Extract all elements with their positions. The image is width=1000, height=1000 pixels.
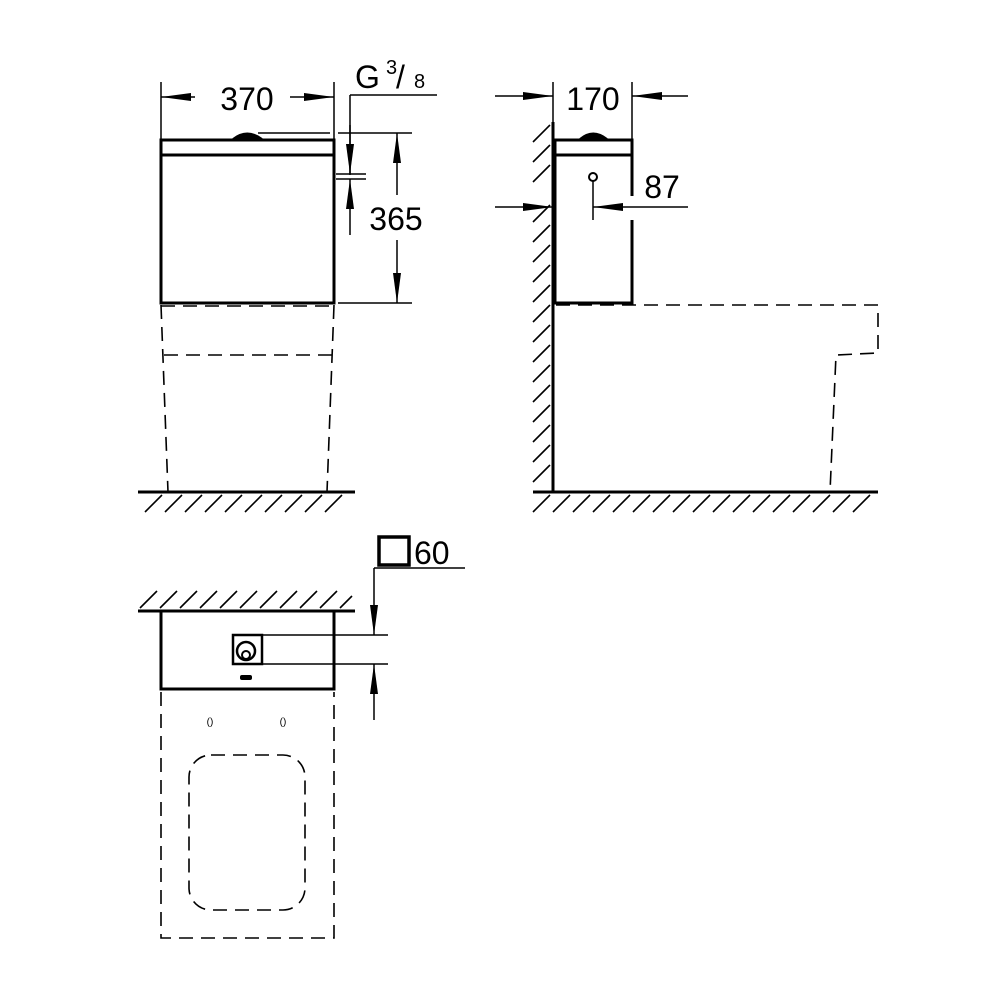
inlet-offset-dimension: 87 (495, 169, 688, 211)
floor-hatch-side (532, 490, 878, 513)
square-symbol-icon (377, 535, 411, 567)
height-dimension: 365 (338, 132, 423, 304)
depth-label: 170 (566, 81, 619, 117)
water-inlet-icon (588, 172, 598, 182)
width-dimension: 370 (160, 81, 335, 140)
seat-hinge-hole-left: () (207, 717, 214, 728)
top-view: 60 () () (138, 535, 465, 939)
cistern-top (159, 609, 388, 691)
side-view: 170 (495, 81, 879, 513)
thread-slash: / (396, 59, 405, 95)
flush-button-top-icon (231, 633, 264, 666)
bowl-top-dashed: () () (160, 692, 335, 939)
floor-hatch-front (138, 490, 355, 513)
flush-button-side-icon (579, 132, 608, 140)
height-label: 365 (369, 201, 422, 237)
flush-button-front-icon (232, 132, 263, 140)
cistern-front (159, 132, 336, 305)
depth-dimension: 170 (495, 81, 688, 140)
seat-hinge-hole-right: () (280, 717, 287, 728)
bowl-side-dashed (556, 304, 879, 493)
bowl-front-dashed (160, 304, 335, 493)
cistern-side (553, 132, 634, 305)
front-view: 370 G 3 / 8 365 (138, 57, 437, 513)
wall-hatch-top (138, 590, 355, 613)
thread-letter: G (355, 59, 380, 95)
thread-numerator: 3 (386, 57, 397, 79)
button-size-dimension: 60 (370, 535, 465, 720)
inlet-offset-label: 87 (644, 169, 680, 205)
thread-denominator: 8 (414, 71, 425, 93)
inlet-marker-icon (240, 675, 252, 680)
button-size-label: 60 (414, 535, 450, 571)
wall-hatch (532, 122, 555, 492)
width-label: 370 (220, 81, 273, 117)
